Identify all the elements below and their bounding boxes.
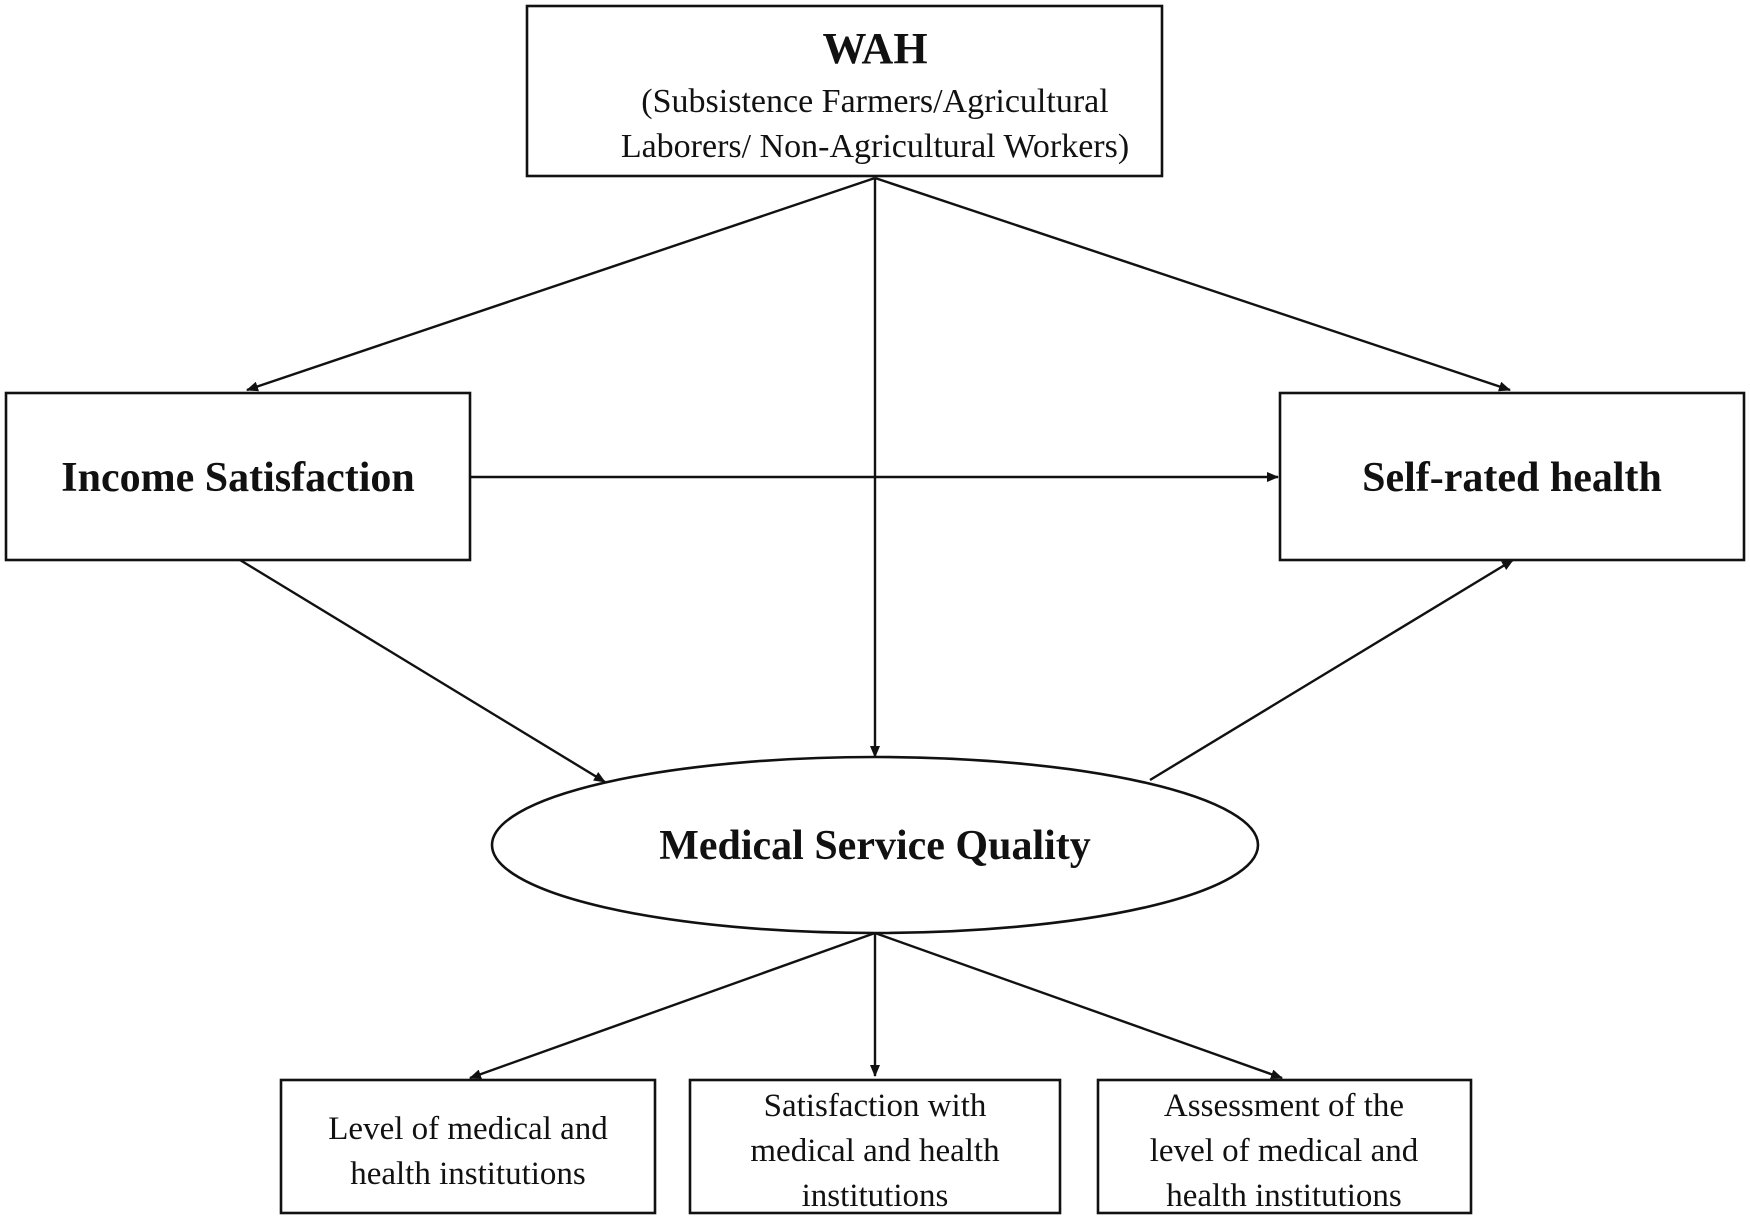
edge-msq-to-indicator-level — [469, 931, 876, 1080]
edge-wah-to-income-satisfaction — [246, 176, 876, 392]
node-medical-service-quality: Medical Service Quality — [490, 755, 1260, 935]
indicator-satisfaction-line1: Satisfaction with — [764, 1088, 987, 1124]
node-indicator-assessment: Assessment of the level of medical and h… — [1096, 1078, 1473, 1215]
wah-title: WAH — [822, 24, 927, 73]
edge-msq-to-indicator-assessment — [874, 931, 1283, 1080]
edge-wah-to-self-rated-health — [874, 176, 1511, 392]
indicator-level-line1: Level of medical and — [328, 1111, 608, 1147]
node-wah: WAH (Subsistence Farmers/Agricultural La… — [525, 4, 1164, 178]
medical-service-quality-label: Medical Service Quality — [659, 823, 1091, 869]
edge-income-to-medical-service-quality — [239, 558, 606, 784]
indicator-satisfaction-line3: institutions — [802, 1178, 949, 1214]
indicator-assessment-line1: Assessment of the — [1164, 1088, 1404, 1124]
edges — [239, 176, 1514, 1080]
node-self-rated-health: Self-rated health — [1278, 391, 1746, 562]
node-indicator-level: Level of medical and health institutions — [279, 1078, 657, 1215]
self-rated-health-label: Self-rated health — [1362, 455, 1662, 501]
node-indicator-satisfaction: Satisfaction with medical and health ins… — [688, 1078, 1062, 1215]
wah-subtitle-line1: (Subsistence Farmers/Agricultural — [641, 83, 1108, 120]
indicator-level-line2: health institutions — [350, 1156, 586, 1192]
indicator-satisfaction-line2: medical and health — [750, 1133, 1000, 1169]
edge-medical-service-quality-to-self-rated-health — [1149, 558, 1514, 782]
indicator-assessment-line2: level of medical and — [1150, 1133, 1419, 1169]
income-satisfaction-label: Income Satisfaction — [61, 455, 414, 501]
indicator-assessment-line3: health institutions — [1166, 1178, 1402, 1214]
node-income-satisfaction: Income Satisfaction — [4, 391, 472, 562]
wah-subtitle-line2: Laborers/ Non-Agricultural Workers) — [621, 128, 1129, 165]
